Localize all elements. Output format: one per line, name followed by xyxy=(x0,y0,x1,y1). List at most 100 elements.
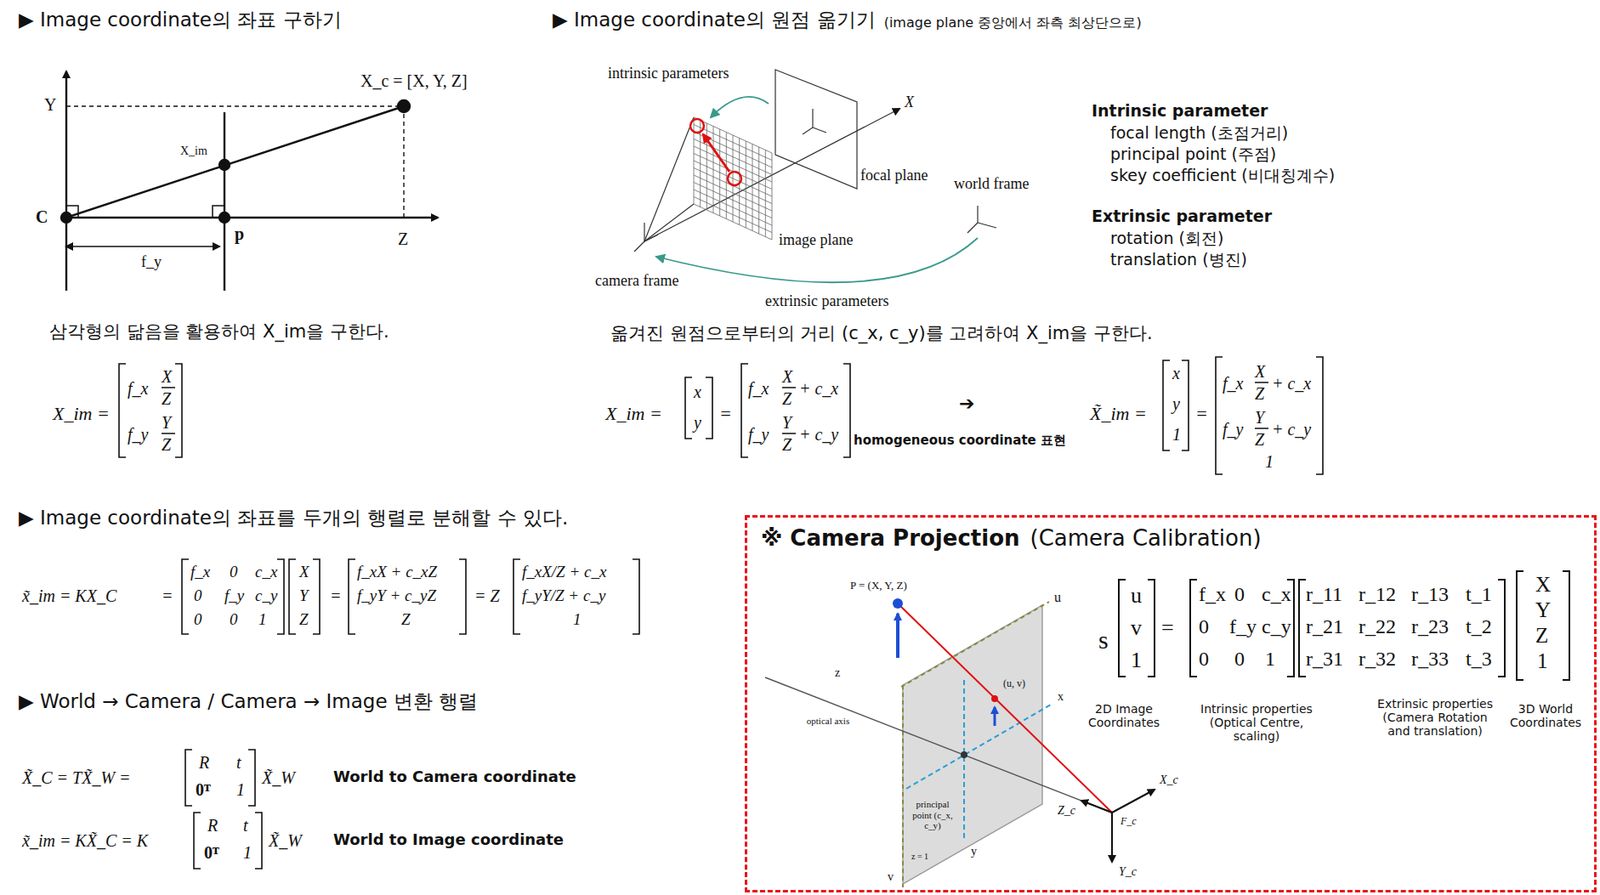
text-label: translation (병진) xyxy=(1110,250,1248,270)
camera-frame-figure xyxy=(690,119,704,133)
text-label: ▶ Image coordinate의 원점 옮기기 xyxy=(552,8,876,31)
text-label: r_21 xyxy=(1305,615,1344,640)
camera-frame-figure xyxy=(771,153,773,240)
text-label: Y_c xyxy=(1118,865,1137,880)
matrix-bracket xyxy=(193,812,262,869)
text-label: Y xyxy=(299,586,309,606)
matrix-bracket xyxy=(513,559,640,635)
matrix-bracket xyxy=(119,357,1570,869)
matrix-bracket xyxy=(1299,579,1505,677)
text-label: R xyxy=(198,753,210,773)
matrix-bracket xyxy=(685,377,713,439)
text-label: Z xyxy=(782,389,792,409)
text-label: f_xX/Z + c_x xyxy=(521,562,607,582)
projection-figure xyxy=(960,751,968,759)
text-label: x xyxy=(693,382,702,403)
projection-figure xyxy=(1111,812,1113,863)
text-label: Z xyxy=(782,435,792,455)
text-label: 0 xyxy=(1234,583,1245,608)
text-label: f_x xyxy=(1222,374,1243,394)
text-label: X_im = xyxy=(52,402,110,425)
text-label: f_y xyxy=(127,425,148,445)
text-label: c_x xyxy=(255,562,278,582)
text-label: World to Image coordinate xyxy=(333,831,564,850)
text-label: y xyxy=(970,845,977,859)
text-label: X_im = xyxy=(605,402,663,425)
panel-subtitle: (Camera Calibration) xyxy=(1030,526,1262,552)
text-label: X_c = [X, Y, Z] xyxy=(360,71,468,91)
projection-figure xyxy=(1081,800,1113,813)
matrix-bracket xyxy=(1215,357,1323,475)
text-label: Y xyxy=(1535,598,1551,624)
text-label: X xyxy=(1254,362,1266,382)
text-label: 0 xyxy=(193,610,203,630)
text-label: principal point (주점) xyxy=(1110,145,1277,165)
camera-frame-figure xyxy=(802,127,813,135)
text-label: intrinsic parameters xyxy=(607,64,729,83)
text-label: Z_c xyxy=(1057,804,1076,818)
matrix-bracket xyxy=(1190,579,1294,677)
text-label: p xyxy=(234,224,244,244)
text-label: (image plane 중앙에서 좌측 최상단으로) xyxy=(884,15,1142,31)
text-label: Y xyxy=(1254,408,1265,428)
text-label: ▶ World → Camera / Camera → Image 변환 행렬 xyxy=(18,690,478,713)
matrix-bracket xyxy=(348,559,466,635)
text-label: c_x xyxy=(1261,583,1292,608)
text-label: r_13 xyxy=(1411,583,1449,608)
text-label: = xyxy=(329,586,342,607)
camera-frame-figure xyxy=(967,222,978,233)
similar-triangle-figure xyxy=(223,112,226,291)
text-label: 1 xyxy=(1130,647,1142,674)
text-label: x̃_im = KX̃_C = K xyxy=(22,831,148,852)
text-label: x xyxy=(1057,690,1064,704)
text-label: = xyxy=(1161,615,1175,642)
camera-frame-figure xyxy=(727,171,742,186)
text-label: r_22 xyxy=(1358,615,1396,640)
text-label: 3D World Coordinates xyxy=(1509,702,1582,730)
similar-triangle-figure xyxy=(402,106,404,218)
text-label: r_31 xyxy=(1305,647,1344,672)
text-label: ▶ Image coordinate의 좌표를 두개의 행렬로 분해할 수 있다… xyxy=(18,506,568,529)
text-label: X xyxy=(1535,573,1551,598)
text-label: 0ᵀ xyxy=(204,843,220,863)
text-label: t_3 xyxy=(1465,647,1493,672)
matrix-bracket xyxy=(782,387,796,434)
projection-figure xyxy=(906,704,1051,789)
camera-frame-figure xyxy=(693,189,772,226)
camera-frame-figure xyxy=(634,241,645,252)
text-label: X xyxy=(904,93,914,112)
text-label: X xyxy=(782,367,793,387)
similar-triangle-figure xyxy=(65,71,68,291)
text-label: World to Camera coordinate xyxy=(333,768,577,787)
text-label: f_x xyxy=(190,562,210,582)
camera-frame-figure xyxy=(811,108,813,128)
text-label: = Z xyxy=(474,586,500,607)
text-label: 1 xyxy=(236,780,245,800)
text-label: image plane xyxy=(778,231,853,250)
matrix-bracket xyxy=(289,559,320,635)
text-label: f_yY + c_yZ xyxy=(357,586,437,606)
text-label: = xyxy=(719,402,732,425)
text-label: rotation (회전) xyxy=(1110,229,1224,249)
camera-frame-figure xyxy=(752,144,754,232)
matrix-bracket xyxy=(185,749,256,806)
text-label: ▶ Image coordinate의 좌표 구하기 xyxy=(18,8,342,31)
text-label: Y xyxy=(782,413,792,433)
matrix-bracket xyxy=(161,387,176,434)
text-label: 0 xyxy=(1198,647,1209,672)
text-label: f_x xyxy=(1198,583,1226,608)
camera-frame-figure xyxy=(710,96,769,118)
camera-frame-figure xyxy=(812,127,827,133)
text-label: z = 1 xyxy=(911,851,929,863)
text-label: 0 xyxy=(1234,647,1245,672)
text-label: + c_y xyxy=(799,425,839,445)
text-label: 1 xyxy=(573,610,582,630)
camera-frame-figure xyxy=(745,141,747,228)
text-label: f_y xyxy=(141,253,162,272)
camera-frame-figure xyxy=(693,117,772,240)
text-label: = xyxy=(1195,402,1209,425)
text-label: f_y xyxy=(224,586,244,606)
text-label: X̃_W xyxy=(261,768,296,789)
projection-figure xyxy=(765,677,1113,813)
camera-frame-figure xyxy=(765,150,766,238)
